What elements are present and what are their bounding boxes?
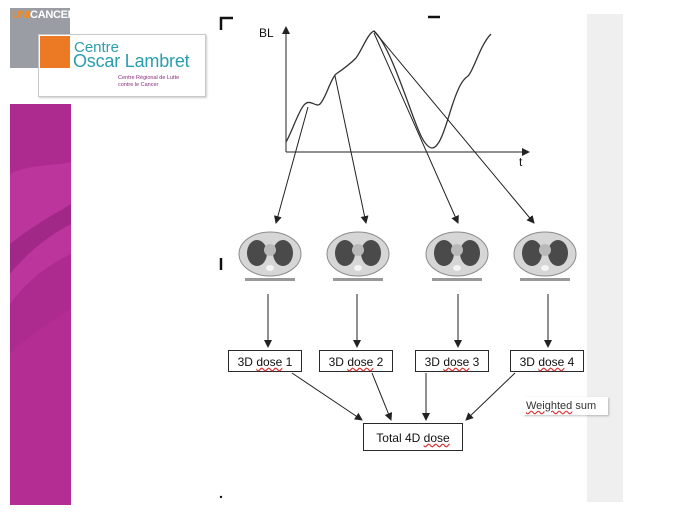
total-dose-box: Total 4D dose	[363, 423, 463, 451]
logo-name-line1: Centre	[74, 39, 120, 56]
logo-subtitle-line2: contre le Cancer	[118, 82, 159, 88]
y-axis-label: BL	[259, 26, 274, 40]
arrow-dose4-total	[465, 372, 516, 421]
arrow-phase-1	[274, 106, 309, 224]
ct-scan-phase-1	[238, 231, 302, 281]
logo-subtitle-line1: Centre Régional de Lutte	[118, 75, 180, 81]
arrow-phase-3	[373, 32, 459, 224]
logo-orange-square	[40, 36, 70, 68]
corner-mark-top-left	[219, 16, 233, 30]
arrow-phase-2	[334, 75, 369, 224]
x-axis-label: t	[519, 155, 523, 169]
dose-box-2: 3D dose 2	[319, 350, 393, 372]
dose-box-1: 3D dose 1	[228, 350, 302, 372]
dot-mark	[219, 495, 223, 499]
arrow-dose1-total	[291, 372, 363, 421]
decorative-purple-band	[10, 104, 71, 505]
ct-scan-phase-2	[326, 231, 390, 281]
dose-box-3: 3D dose 3	[415, 350, 489, 372]
arrow-dose2-total	[371, 372, 393, 421]
decorative-grey-strip	[587, 14, 623, 502]
ct-scan-phase-4	[513, 231, 577, 281]
unicancer-logo-text: UNICANCER	[12, 9, 76, 21]
ct-scan-phase-3	[425, 231, 489, 281]
arrow-phase-4	[373, 30, 535, 224]
logo-name-line2: Oscar Lambret	[73, 51, 190, 71]
weighted-sum-note: Weighted sum	[523, 397, 608, 415]
dose-box-4: 3D dose 4	[510, 350, 584, 372]
